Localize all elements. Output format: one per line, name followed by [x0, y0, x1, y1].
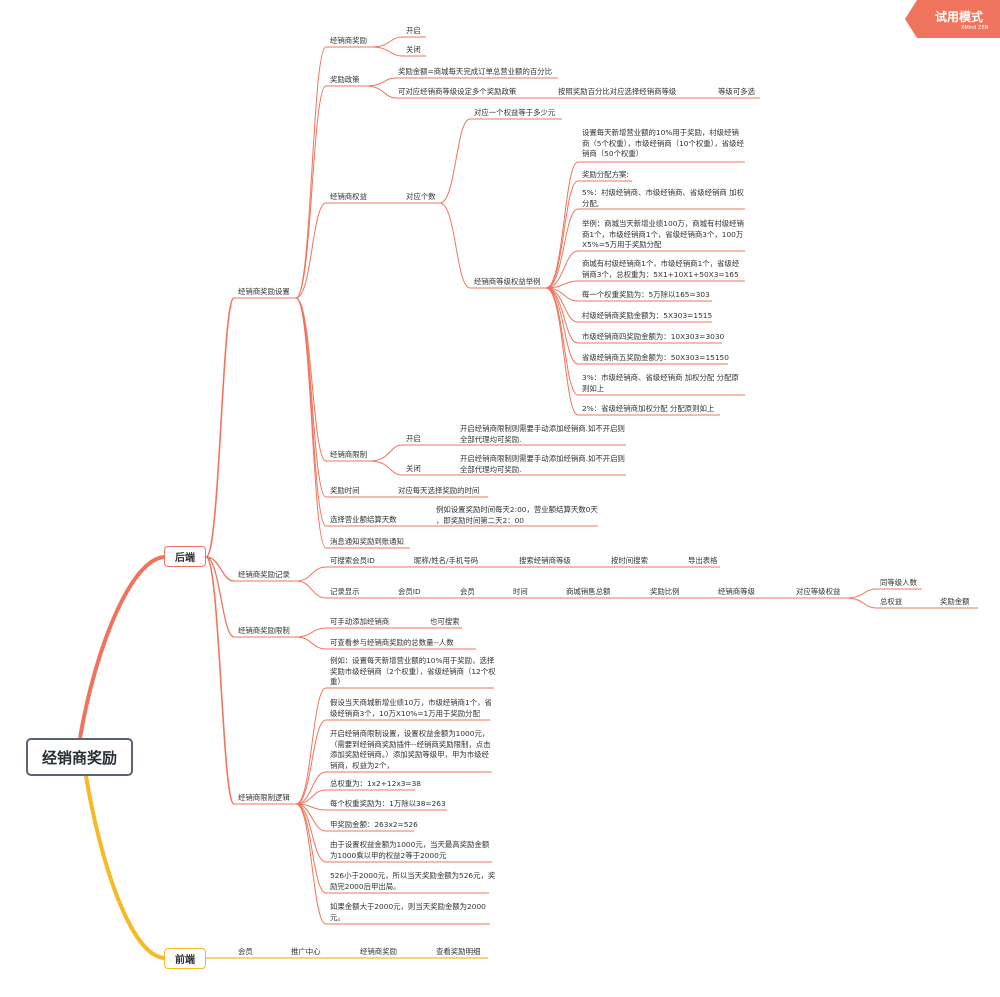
logic-item[interactable]: 假设当天商城新增业绩10万，市级经销商1个，省级经销商3个，10万X10%=1万… [330, 698, 492, 718]
records-column[interactable]: 经销商等级 [718, 587, 755, 596]
records-display[interactable]: 记录显示 [330, 587, 360, 596]
limit-close[interactable]: 关闭 [406, 464, 421, 473]
rights-example-node[interactable]: 经销商等级权益举例 [474, 277, 541, 286]
reward-limit-node[interactable]: 经销商奖励限制 [238, 626, 290, 635]
records-search[interactable]: 可搜索会员ID [330, 556, 375, 565]
records-column[interactable]: 会员 [460, 587, 475, 596]
limit-node[interactable]: 经销商限制 [330, 450, 367, 459]
frontend-item[interactable]: 查看奖励明细 [436, 947, 481, 956]
example-item[interactable]: 村级经销商奖励金额为：5X303=1515 [582, 311, 713, 320]
records-reward-amount[interactable]: 奖励金额 [940, 597, 970, 606]
records-column[interactable]: 奖励比例 [650, 587, 680, 596]
records-column[interactable]: 对应等级权益 [796, 587, 841, 596]
dealer-reward-open[interactable]: 开启 [406, 26, 421, 35]
trial-mode-badge: 试用模式 XMind ZEN [905, 0, 1000, 38]
reward-time-node[interactable]: 奖励时间 [330, 486, 360, 495]
frontend-item[interactable]: 会员 [238, 947, 253, 956]
records-column[interactable]: 商城销售总额 [566, 587, 611, 596]
policy-by-percent[interactable]: 按照奖励百分比对应选择经销商等级 [558, 87, 677, 96]
policy-multi[interactable]: 等级可多选 [718, 87, 755, 96]
limit-reward-searchable[interactable]: 也可搜索 [430, 617, 460, 626]
logic-item[interactable]: 526小于2000元，所以当天奖励金额为526元，奖励完2000后甲出局。 [330, 871, 496, 891]
policy-amount[interactable]: 奖励金额=商城每天完成订单总营业额的百分比 [398, 67, 553, 76]
records-total-weight[interactable]: 总权益 [880, 597, 903, 606]
limit-logic-node[interactable]: 经销商限制逻辑 [238, 793, 290, 802]
frontend-item[interactable]: 经销商奖励 [360, 947, 397, 956]
frontend-node[interactable]: 前端 [164, 948, 206, 969]
records-search-item[interactable]: 搜索经销商等级 [519, 556, 571, 565]
records-search-item[interactable]: 导出表格 [688, 556, 718, 565]
records-search-item[interactable]: 按时间搜索 [611, 556, 648, 565]
root-node[interactable]: 经销商奖励 [26, 738, 133, 776]
logic-item[interactable]: 由于设置权益金额为1000元，当天最高奖励金额为1000乘以甲的权益2等于200… [330, 840, 490, 860]
backend-node[interactable]: 后端 [164, 546, 206, 567]
settle-days-node[interactable]: 选择营业额结算天数 [330, 515, 397, 524]
example-item[interactable]: 设置每天新增营业额的10%用于奖励，村级经销商（5个权重），市级经销商（10个权… [582, 128, 744, 158]
dealer-reward-node[interactable]: 经销商奖励 [330, 36, 367, 45]
limit-open-desc[interactable]: 开启经销商限制则需要手动添加经销商.如不开启则全部代理均可奖励. [460, 424, 625, 444]
example-item[interactable]: 商城有村级经销商1个，市级经销商1个，省级经销商3个，总权重为：5X1+10X1… [582, 259, 740, 279]
records-column[interactable]: 会员ID [398, 587, 421, 596]
limit-open[interactable]: 开启 [406, 434, 421, 443]
example-item[interactable]: 5%：村级经销商、市级经销商、省级经销商 加权分配, [582, 188, 744, 208]
rights-weight-amount[interactable]: 对应一个权益等于多少元 [474, 108, 556, 117]
example-item[interactable]: 奖励分配方案: [582, 170, 629, 179]
limit-reward-view-total[interactable]: 可查看参与经销商奖励的总数量--人数 [330, 638, 454, 647]
reward-time-desc[interactable]: 对应每天选择奖励的时间 [398, 486, 480, 495]
example-item[interactable]: 每一个权重奖励为：5万除以165=303 [582, 290, 710, 299]
badge-sub: XMind ZEN [961, 25, 989, 31]
example-item[interactable]: 省级经销商五奖励金额为：50X303=15150 [582, 353, 729, 362]
logic-item[interactable]: 开启经销商限制设置，设置权益金额为1000元，（需要到经销商奖励插件--经销商奖… [330, 729, 491, 770]
policy-node[interactable]: 奖励政策 [330, 75, 360, 84]
notify-node[interactable]: 消息通知奖励到账通知 [330, 537, 404, 546]
example-item[interactable]: 2%：省级经销商加权分配 分配原则如上 [582, 404, 715, 413]
rights-count[interactable]: 对应个数 [406, 192, 436, 201]
logic-item[interactable]: 总权重为：1x2+12x3=38 [330, 779, 422, 788]
records-column[interactable]: 时间 [513, 587, 528, 596]
reward-records-node[interactable]: 经销商奖励记录 [238, 570, 290, 579]
example-item[interactable]: 市级经销商四奖励金额为：10X303=3030 [582, 332, 725, 341]
logic-item[interactable]: 如果金额大于2000元，则当天奖励金额为2000元。 [330, 902, 486, 922]
settle-days-desc[interactable]: 例如设置奖励时间每天2:00，营业额结算天数0天 ，即奖励时间第二天2：00 [436, 505, 598, 525]
records-search-item[interactable]: 昵称/姓名/手机号码 [414, 556, 479, 565]
logic-item[interactable]: 甲奖励金额：263x2=526 [330, 820, 418, 829]
dealer-reward-close[interactable]: 关闭 [406, 45, 421, 54]
logic-item[interactable]: 例如：设置每天新增营业额的10%用于奖励，选择奖励市级经销商（2个权重），省级经… [330, 656, 496, 686]
logic-item[interactable]: 每个权重奖励为：1万除以38=263 [330, 799, 446, 808]
records-same-level[interactable]: 同等级人数 [880, 578, 917, 587]
policy-level[interactable]: 可对应经销商等级设定多个奖励政策 [398, 87, 517, 96]
example-item[interactable]: 举例：商城当天新增业绩100万，商城有村级经销商1个，市级经销商1个，省级经销商… [582, 219, 744, 249]
example-item[interactable]: 3%：市级经销商、省级经销商 加权分配 分配原则如上 [582, 373, 739, 393]
reward-settings-node[interactable]: 经销商奖励设置 [238, 287, 290, 296]
limit-reward-manual[interactable]: 可手动添加经销商 [330, 617, 390, 626]
frontend-item[interactable]: 推广中心 [291, 947, 321, 956]
badge-title: 试用模式 [935, 10, 984, 24]
rights-node[interactable]: 经销商权益 [330, 192, 367, 201]
limit-close-desc[interactable]: 开启经销商限制则需要手动添加经销商.如不开启则全部代理均可奖励. [460, 454, 625, 474]
